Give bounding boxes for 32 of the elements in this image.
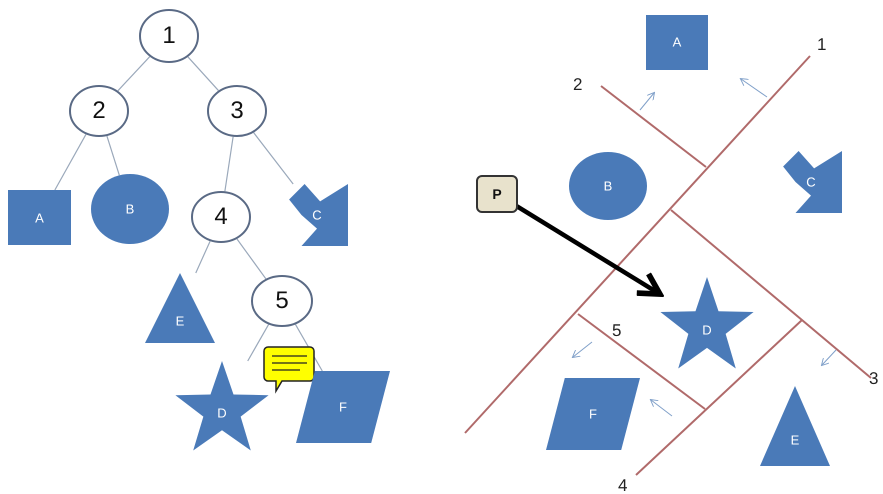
tree-branch-line bbox=[117, 56, 150, 92]
shape-label: E bbox=[790, 434, 800, 447]
shape-label: A bbox=[35, 211, 44, 224]
tree-branch-line bbox=[188, 56, 219, 91]
line-number: 4 bbox=[618, 477, 628, 494]
node-number: 5 bbox=[275, 289, 289, 313]
tree-branch-line bbox=[224, 136, 234, 192]
shape-label: P bbox=[492, 187, 502, 201]
tree-branch-line bbox=[195, 240, 211, 274]
shape-label: B bbox=[604, 180, 612, 192]
node-number: 1 bbox=[162, 24, 176, 48]
tree-branch-line bbox=[236, 238, 266, 280]
node-number: 3 bbox=[230, 99, 244, 123]
tree-branch-line bbox=[247, 324, 270, 362]
line-number: 5 bbox=[612, 322, 622, 339]
shape-label: F bbox=[589, 408, 597, 420]
shape-label: E bbox=[176, 314, 184, 328]
shape-label: F bbox=[339, 400, 347, 414]
tree-branch-line bbox=[253, 132, 294, 184]
tree-branch-line bbox=[106, 136, 120, 176]
shape-label: D bbox=[217, 406, 227, 420]
line-number: 3 bbox=[869, 370, 878, 387]
node-number: 2 bbox=[92, 99, 106, 123]
shape-label: B bbox=[126, 202, 134, 216]
shape-label: A bbox=[672, 36, 682, 48]
tree-branch-line bbox=[54, 134, 86, 190]
line-number: 2 bbox=[573, 76, 582, 93]
shape-label: D bbox=[702, 324, 712, 337]
line-number: 1 bbox=[817, 36, 826, 53]
node-number: 4 bbox=[214, 205, 228, 229]
shape-label: C bbox=[806, 176, 816, 188]
shape-label: C bbox=[312, 208, 322, 222]
